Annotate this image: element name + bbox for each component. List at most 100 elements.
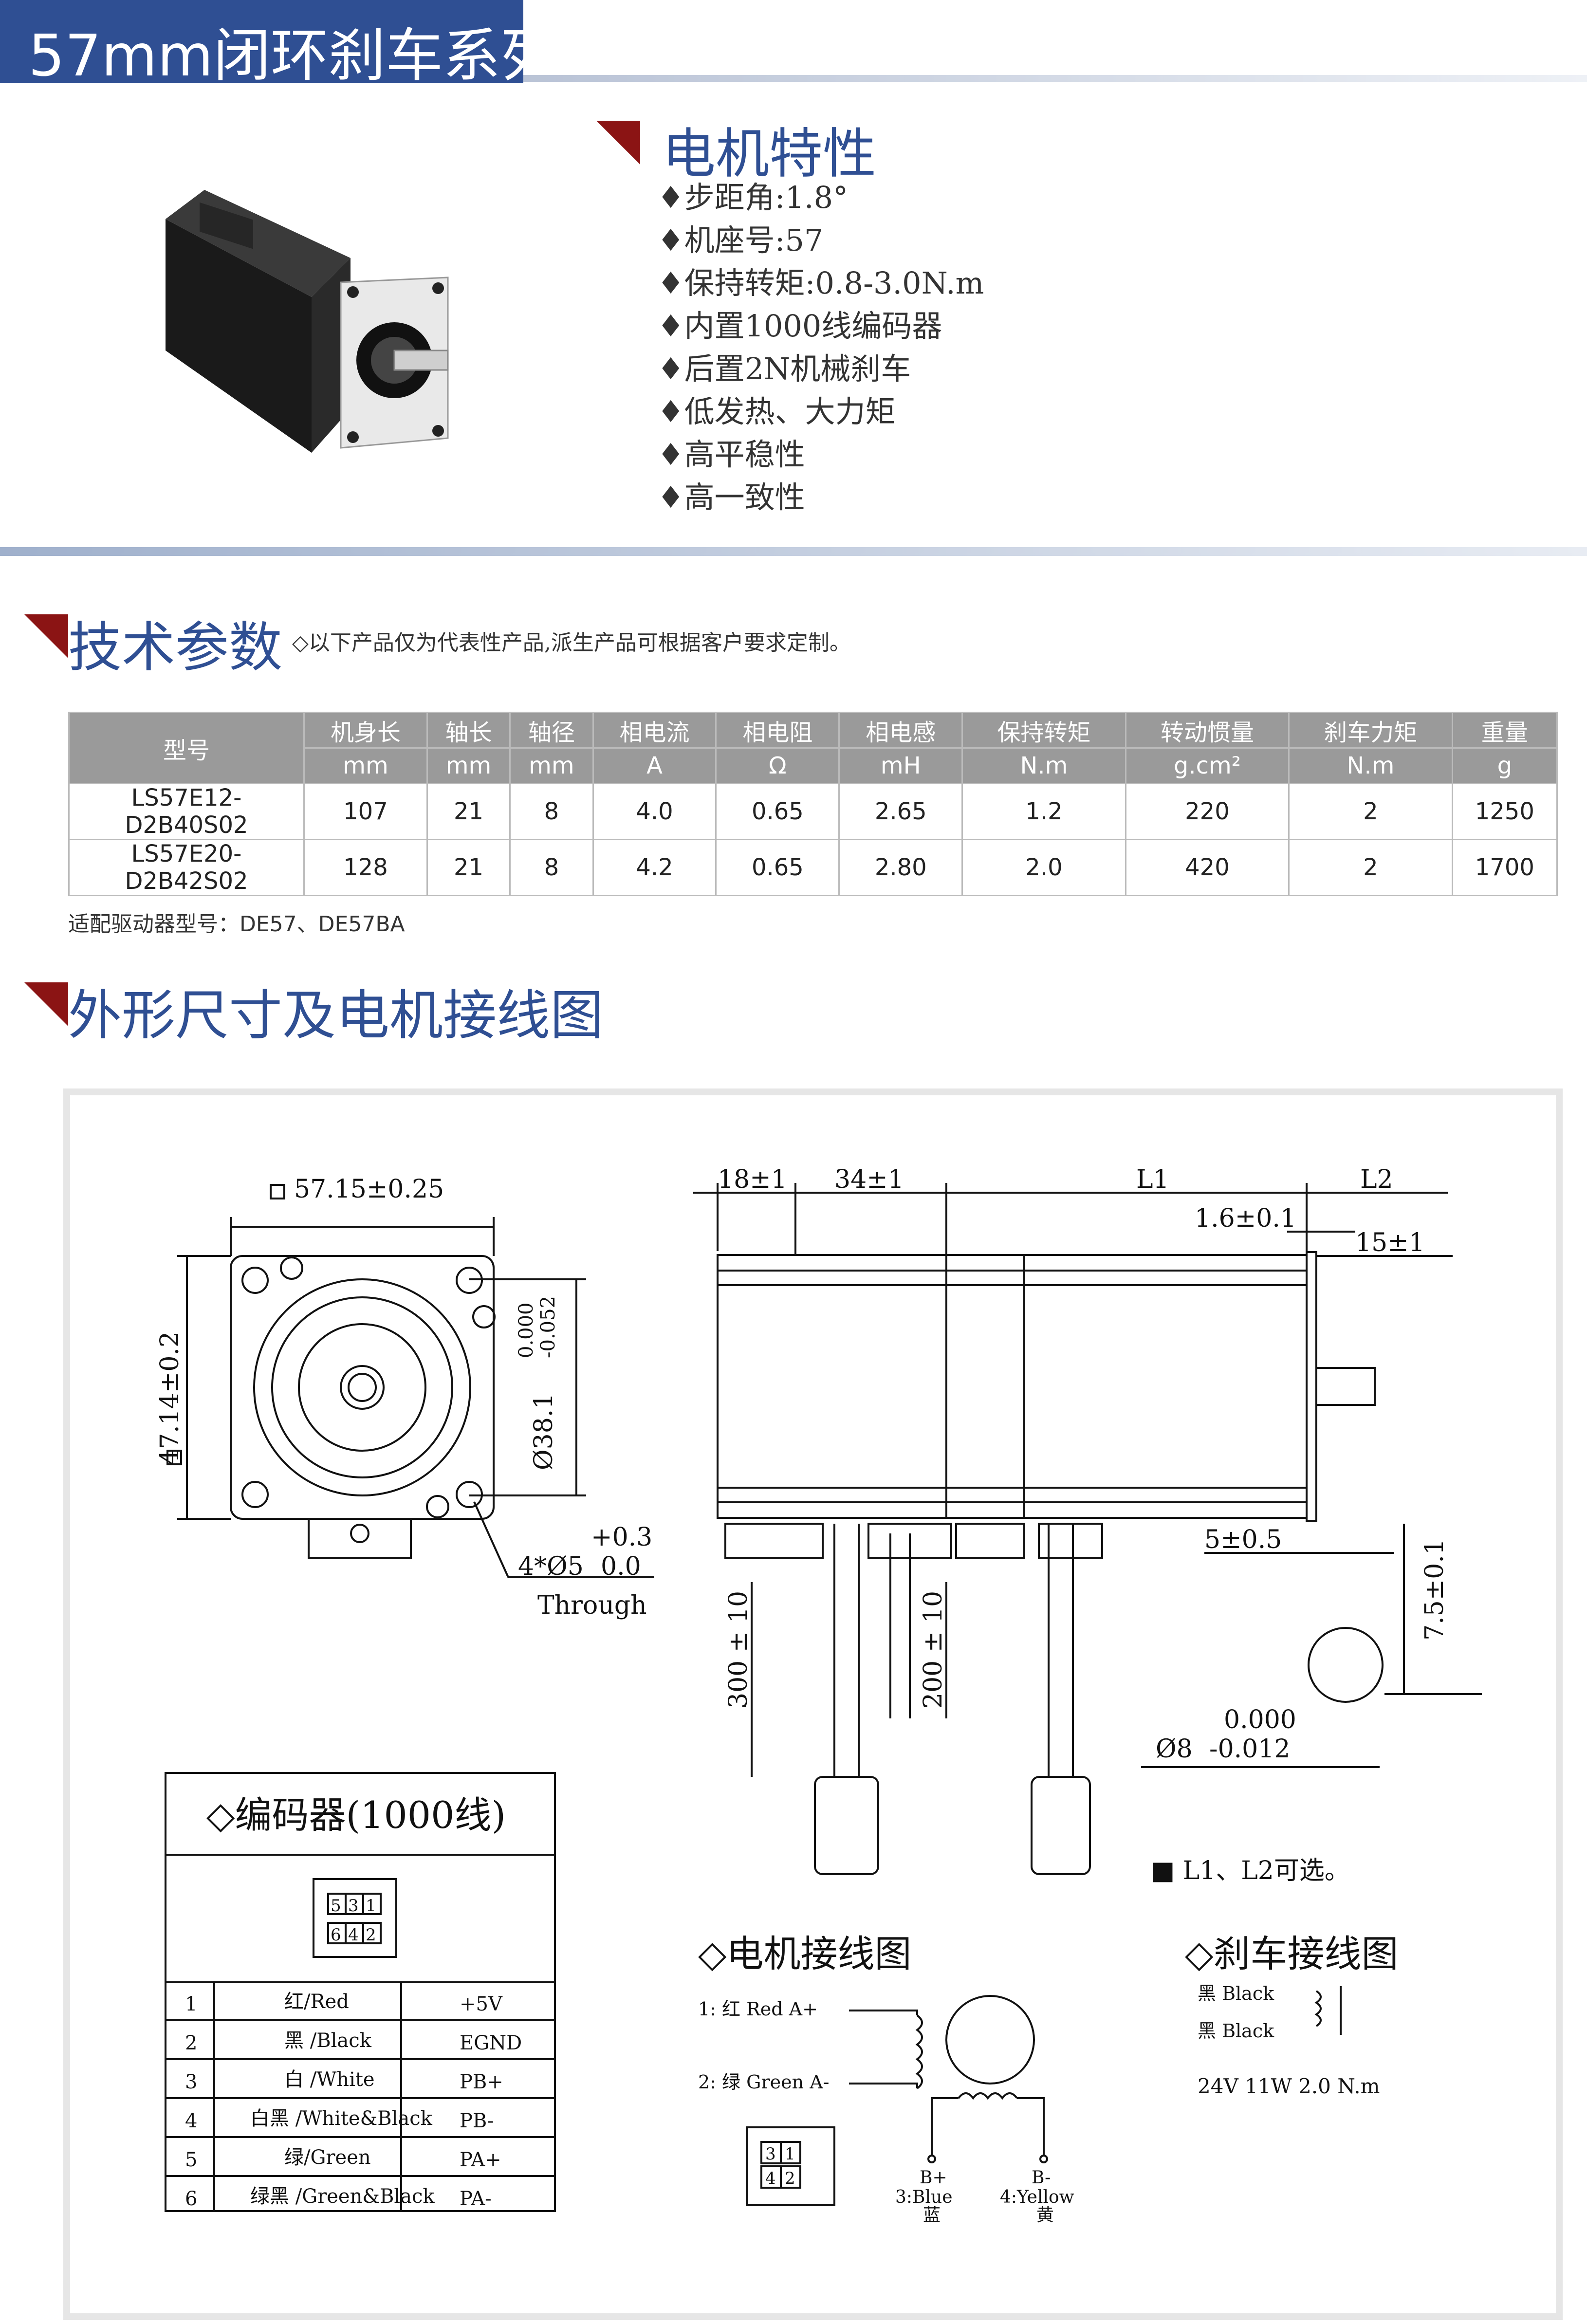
motor-connector — [746, 2126, 835, 2206]
table-cell: 220 — [1125, 783, 1290, 840]
header-cell: 轴长 — [426, 712, 511, 749]
table-cell: 1700 — [1451, 839, 1558, 896]
dim-200: 200 ± 10 — [919, 1591, 948, 1709]
enc-signal: PA+ — [460, 2149, 501, 2171]
wire-a-plus: 1: 红 Red A+ — [698, 1998, 818, 2020]
dim-mount-plus: +0.3 — [591, 1523, 652, 1552]
table-cell: 0.65 — [715, 839, 840, 896]
header-cell: 相电流 — [592, 712, 717, 749]
enc-color: 红/Red — [284, 1991, 349, 2013]
wire-b-minus: B- — [1032, 2168, 1051, 2188]
pin-label: 2 — [785, 2169, 795, 2188]
dim-mount: 4*Ø5 — [518, 1552, 584, 1581]
dim-l2: L2 — [1360, 1165, 1393, 1194]
dim-15: 15±1 — [1355, 1228, 1425, 1257]
wire-yellow: 4:Yellow — [1000, 2187, 1074, 2207]
table-cell: 4.2 — [592, 839, 717, 896]
enc-pin: 1 — [185, 1993, 197, 2015]
feature-item: ♦步距角:1.8° — [657, 180, 849, 215]
specs-title: 技术参数 — [68, 616, 282, 679]
side-shaft — [1315, 1367, 1376, 1406]
table-cell: 2.65 — [838, 783, 963, 840]
feature-item: ♦低发热、大力矩 — [657, 394, 896, 429]
table-cell: 4.0 — [592, 783, 717, 840]
table-cell: 128 — [303, 839, 428, 896]
feature-item: ♦保持转矩:0.8-3.0N.m — [657, 265, 984, 301]
front-flange — [230, 1255, 495, 1520]
dim-shaft: Ø8 — [1156, 1734, 1193, 1764]
pin-label: 4 — [348, 1925, 359, 1945]
encoder-connector — [313, 1878, 397, 1958]
pin-label: 6 — [331, 1925, 341, 1945]
encoder-title: ◇编码器(1000线) — [206, 1793, 506, 1837]
coil-b — [958, 2092, 1018, 2100]
table-cell: 21 — [426, 839, 511, 896]
dim-pilot-tol-top: 0.000 — [515, 1302, 537, 1358]
dim-18: 18±1 — [718, 1165, 787, 1194]
pin-label: 4 — [765, 2169, 776, 2188]
table-cell: 8 — [509, 839, 594, 896]
enc-signal: PB+ — [460, 2071, 503, 2093]
pin-label: 1 — [366, 1896, 376, 1916]
dim-shaft-tol-bot: -0.012 — [1209, 1734, 1290, 1764]
model-header: 型号 — [68, 712, 305, 784]
side-body — [717, 1254, 1308, 1519]
unit-cell: mm — [303, 747, 428, 784]
brake-wire-2: 黑 Black — [1198, 2020, 1274, 2042]
feature-item: ♦机座号:57 — [657, 222, 824, 258]
table-cell: 2 — [1288, 783, 1453, 840]
feature-item: ♦内置1000线编码器 — [657, 308, 942, 344]
unit-cell: N.m — [1288, 747, 1453, 784]
section-divider — [0, 547, 1587, 556]
table-cell: 1.2 — [961, 783, 1126, 840]
enc-pin: 4 — [185, 2110, 197, 2132]
header-cell: 轴径 — [509, 712, 594, 749]
feature-item: ♦高平稳性 — [657, 437, 805, 472]
enc-pin: 3 — [185, 2071, 197, 2093]
dimension-drawing: 57.15±0.25 47.14±0.2 Ø38.1 0.000 -0.052 … — [155, 1165, 1482, 2225]
table-cell: 0.65 — [715, 783, 840, 840]
pin-label: 3 — [348, 1896, 359, 1916]
dim-300: 300 ± 10 — [724, 1591, 753, 1709]
enc-color: 白 /White — [284, 2068, 375, 2091]
table-row: LS57E12-D2B40S02 107 21 8 4.0 0.65 2.65 … — [68, 783, 1558, 840]
enc-signal: EGND — [460, 2032, 522, 2054]
wire-yellow-cn: 黄 — [1036, 2205, 1054, 2225]
wire-b-plus: B+ — [920, 2168, 947, 2188]
dim-shaft-tol-top: 0.000 — [1224, 1705, 1296, 1734]
unit-cell: N.m — [961, 747, 1126, 784]
dim-34: 34±1 — [834, 1165, 904, 1194]
table-cell: 2.80 — [838, 839, 963, 896]
drawing-title: 外形尺寸及电机接线图 — [68, 984, 604, 1047]
motor-wiring-title: ◇电机接线图 — [698, 1932, 911, 1975]
driver-note: 适配驱动器型号：DE57、DE57BA — [68, 912, 405, 937]
spec-header-row: 型号 机身长 轴长 轴径 相电流 相电阻 相电感 保持转矩 转动惯量 刹车力矩 … — [68, 712, 1558, 784]
features-title: 电机特性 — [662, 123, 876, 185]
brake-wiring-title: ◇刹车接线图 — [1185, 1932, 1398, 1975]
drawing-marker — [24, 982, 68, 1026]
header-cell: 重量 — [1451, 712, 1558, 749]
front-pilot-outer — [253, 1278, 471, 1496]
encoder-table-frame — [165, 1772, 556, 2212]
spec-units-row: mm mm mm A Ω mH N.m g.cm² N.m g — [69, 747, 1558, 784]
dim-square: 57.15±0.25 — [294, 1175, 444, 1204]
brake-coil — [1314, 1990, 1322, 2027]
feature-item: ♦后置2N机械刹车 — [657, 351, 911, 387]
pin-label: 1 — [785, 2144, 795, 2164]
table-cell: 420 — [1125, 839, 1290, 896]
motor-rotor — [945, 1995, 1035, 2084]
l-optional-note: ■ L1、L2可选。 — [1151, 1856, 1350, 1885]
table-cell: 2.0 — [961, 839, 1126, 896]
enc-color: 绿/Green — [284, 2146, 371, 2169]
features-list: ♦步距角:1.8° ♦机座号:57 ♦保持转矩:0.8-3.0N.m ♦内置10… — [657, 176, 984, 519]
table-cell: 2 — [1288, 839, 1453, 896]
unit-cell: mH — [838, 747, 963, 784]
table-cell: 8 — [509, 783, 594, 840]
header-cell: 相电感 — [838, 712, 963, 749]
wire-blue-cn: 蓝 — [923, 2205, 941, 2225]
dim-pilot-tol-bot: -0.052 — [537, 1296, 559, 1358]
pin-label: 2 — [366, 1925, 376, 1945]
front-shaft — [340, 1365, 385, 1410]
header-band: 57mm闭环刹车系列 — [0, 0, 558, 89]
header-cell: 相电阻 — [715, 712, 840, 749]
